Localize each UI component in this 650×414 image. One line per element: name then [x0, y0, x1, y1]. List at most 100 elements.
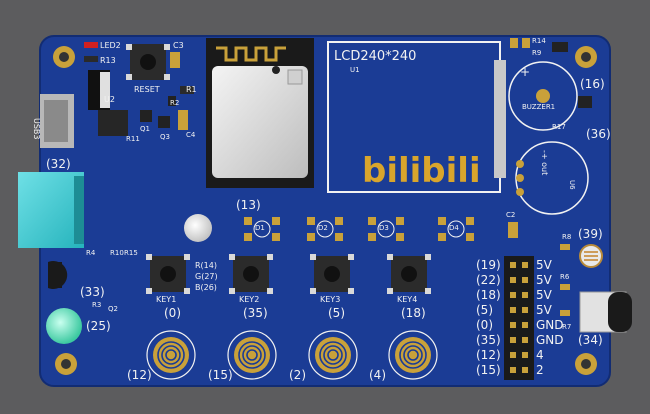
r3-label: R3 [92, 301, 102, 309]
usb3-label: USB3 [32, 118, 41, 140]
key-switch-4 [387, 254, 431, 294]
u6-label: U6 [568, 180, 576, 190]
led-label-1: D1 [255, 224, 265, 232]
led-label-4: D4 [449, 224, 459, 232]
touch-gpio-4: (4) [369, 368, 386, 382]
header-left-6: (35) [476, 333, 501, 347]
touch-pad-4 [388, 330, 438, 380]
svg-text:+: + [520, 65, 530, 79]
header-right-4: 5V [536, 303, 552, 317]
led-label-3: D3 [379, 224, 389, 232]
buzzer-label: BUZZER1 [522, 103, 556, 111]
key-gpio-4: (18) [401, 306, 426, 320]
key-switches [146, 254, 431, 294]
r7-label: R7 [562, 323, 572, 331]
u2-label: U2 [104, 95, 115, 104]
reset-label: RESET [134, 85, 160, 94]
touch-pads [146, 330, 438, 380]
q1-label: Q1 [140, 125, 150, 133]
ldr-sensor [579, 244, 603, 268]
led-footprint-4 [438, 217, 474, 241]
r15-label: R15 [124, 249, 138, 257]
header-right-2: 5V [536, 273, 552, 287]
r11-label: R11 [126, 135, 140, 143]
usb-connector [40, 94, 74, 148]
r9-label: R9 [532, 49, 542, 57]
led-footprint-2 [307, 217, 343, 241]
key-switch-2 [229, 254, 273, 294]
gpio-left-top: (32) [46, 157, 71, 171]
key-label-4: KEY4 [397, 295, 418, 304]
touch-gpio-2: (15) [208, 368, 233, 382]
r14-label: R14 [532, 37, 546, 45]
temp-sensor [18, 172, 84, 248]
r2-label: R2 [170, 99, 180, 107]
mounting-holes [53, 46, 597, 375]
gpio-left-bottom: (25) [86, 319, 111, 333]
touch-pad-1 [146, 330, 196, 380]
key-switch-1 [146, 254, 190, 294]
r6-label: R6 [560, 273, 570, 281]
gpio-u6: (36) [586, 127, 611, 141]
touch-pad-3 [308, 330, 358, 380]
pin-header [504, 256, 534, 380]
header-left-8: (15) [476, 363, 501, 377]
led-footprints [244, 217, 474, 241]
u1-label: U1 [350, 66, 360, 74]
r1-label: R1 [186, 85, 197, 94]
c2-label: C2 [506, 211, 516, 219]
header-right-1: 5V [536, 258, 552, 272]
green-led [46, 308, 82, 344]
lcd-area [327, 41, 506, 193]
header-left-2: (22) [476, 273, 501, 287]
led-footprint-3 [368, 217, 404, 241]
key-gpio-3: (5) [328, 306, 345, 320]
header-left-4: (5) [476, 303, 493, 317]
rgb-g-label: G(27) [195, 272, 218, 281]
r10-label: R10 [110, 249, 124, 257]
r13-label: R13 [100, 56, 116, 65]
reset-button-shape [126, 44, 170, 80]
led-gpio-1: (13) [236, 198, 261, 212]
touch-gpio-3: (2) [289, 368, 306, 382]
lcd-label: LCD240*240 [334, 49, 416, 64]
key-label-2: KEY2 [239, 295, 260, 304]
r4-label: R4 [86, 249, 96, 257]
key-label-1: KEY1 [156, 295, 177, 304]
gpio-ldr: (39) [578, 227, 603, 241]
q2-label: Q2 [108, 305, 118, 313]
key-switch-3 [310, 254, 354, 294]
ir-receiver [579, 291, 632, 333]
c4-label: C4 [186, 131, 196, 139]
gpio-ir: (34) [578, 333, 603, 347]
led-label-2: D2 [318, 224, 328, 232]
key-gpio-1: (0) [164, 306, 181, 320]
header-left-5: (0) [476, 318, 493, 332]
key-label-3: KEY3 [320, 295, 341, 304]
esp32-module [206, 38, 314, 188]
header-right-7: 4 [536, 348, 544, 362]
smd-parts-top-left [84, 42, 194, 136]
u6-footprint [515, 141, 589, 215]
r8-label: R8 [562, 233, 572, 241]
transistor [48, 261, 68, 289]
header-right-5: GND [536, 318, 564, 332]
header-right-8: 2 [536, 363, 544, 377]
rgb-b-label: B(26) [195, 283, 217, 292]
gpio-buzzer: (16) [580, 77, 605, 91]
buzzer: + [508, 61, 578, 131]
touch-gpio-1: (12) [127, 368, 152, 382]
key-gpio-2: (35) [243, 306, 268, 320]
r17-label: R17 [552, 123, 566, 131]
q3-label: Q3 [160, 133, 170, 141]
header-left-3: (18) [476, 288, 501, 302]
header-right-3: 5V [536, 288, 552, 302]
led-footprint-1 [244, 217, 280, 241]
u6-pin-label: -+ out [540, 150, 549, 176]
gpio-left-mid: (33) [80, 285, 105, 299]
header-left-1: (19) [476, 258, 501, 272]
rgb-r-label: R(14) [195, 261, 217, 270]
header-left-7: (12) [476, 348, 501, 362]
smd-parts-right [508, 38, 592, 316]
